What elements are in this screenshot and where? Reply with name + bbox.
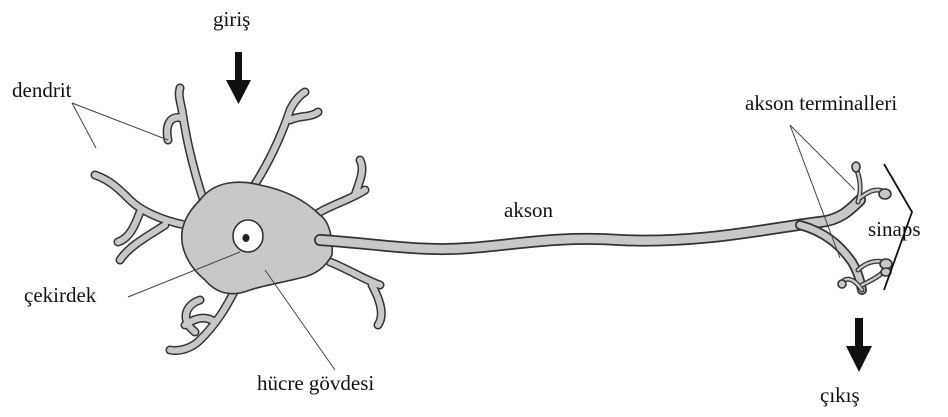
cell-body-label: hücre gövdesi <box>257 373 374 394</box>
nucleolus-shape <box>243 234 250 242</box>
axon-label: akson <box>504 200 553 221</box>
output-label: çıkış <box>820 385 860 406</box>
axon-shape <box>320 200 862 290</box>
nucleus-label: çekirdek <box>24 285 96 306</box>
dendrite-label: dendrit <box>12 80 71 101</box>
output-arrow <box>846 318 872 372</box>
synapse-label: sinaps <box>868 219 921 240</box>
input-arrow <box>226 52 251 104</box>
axon-terminals-label: akson terminalleri <box>745 93 897 114</box>
branch-fill <box>330 262 380 285</box>
input-label: giriş <box>213 9 250 30</box>
